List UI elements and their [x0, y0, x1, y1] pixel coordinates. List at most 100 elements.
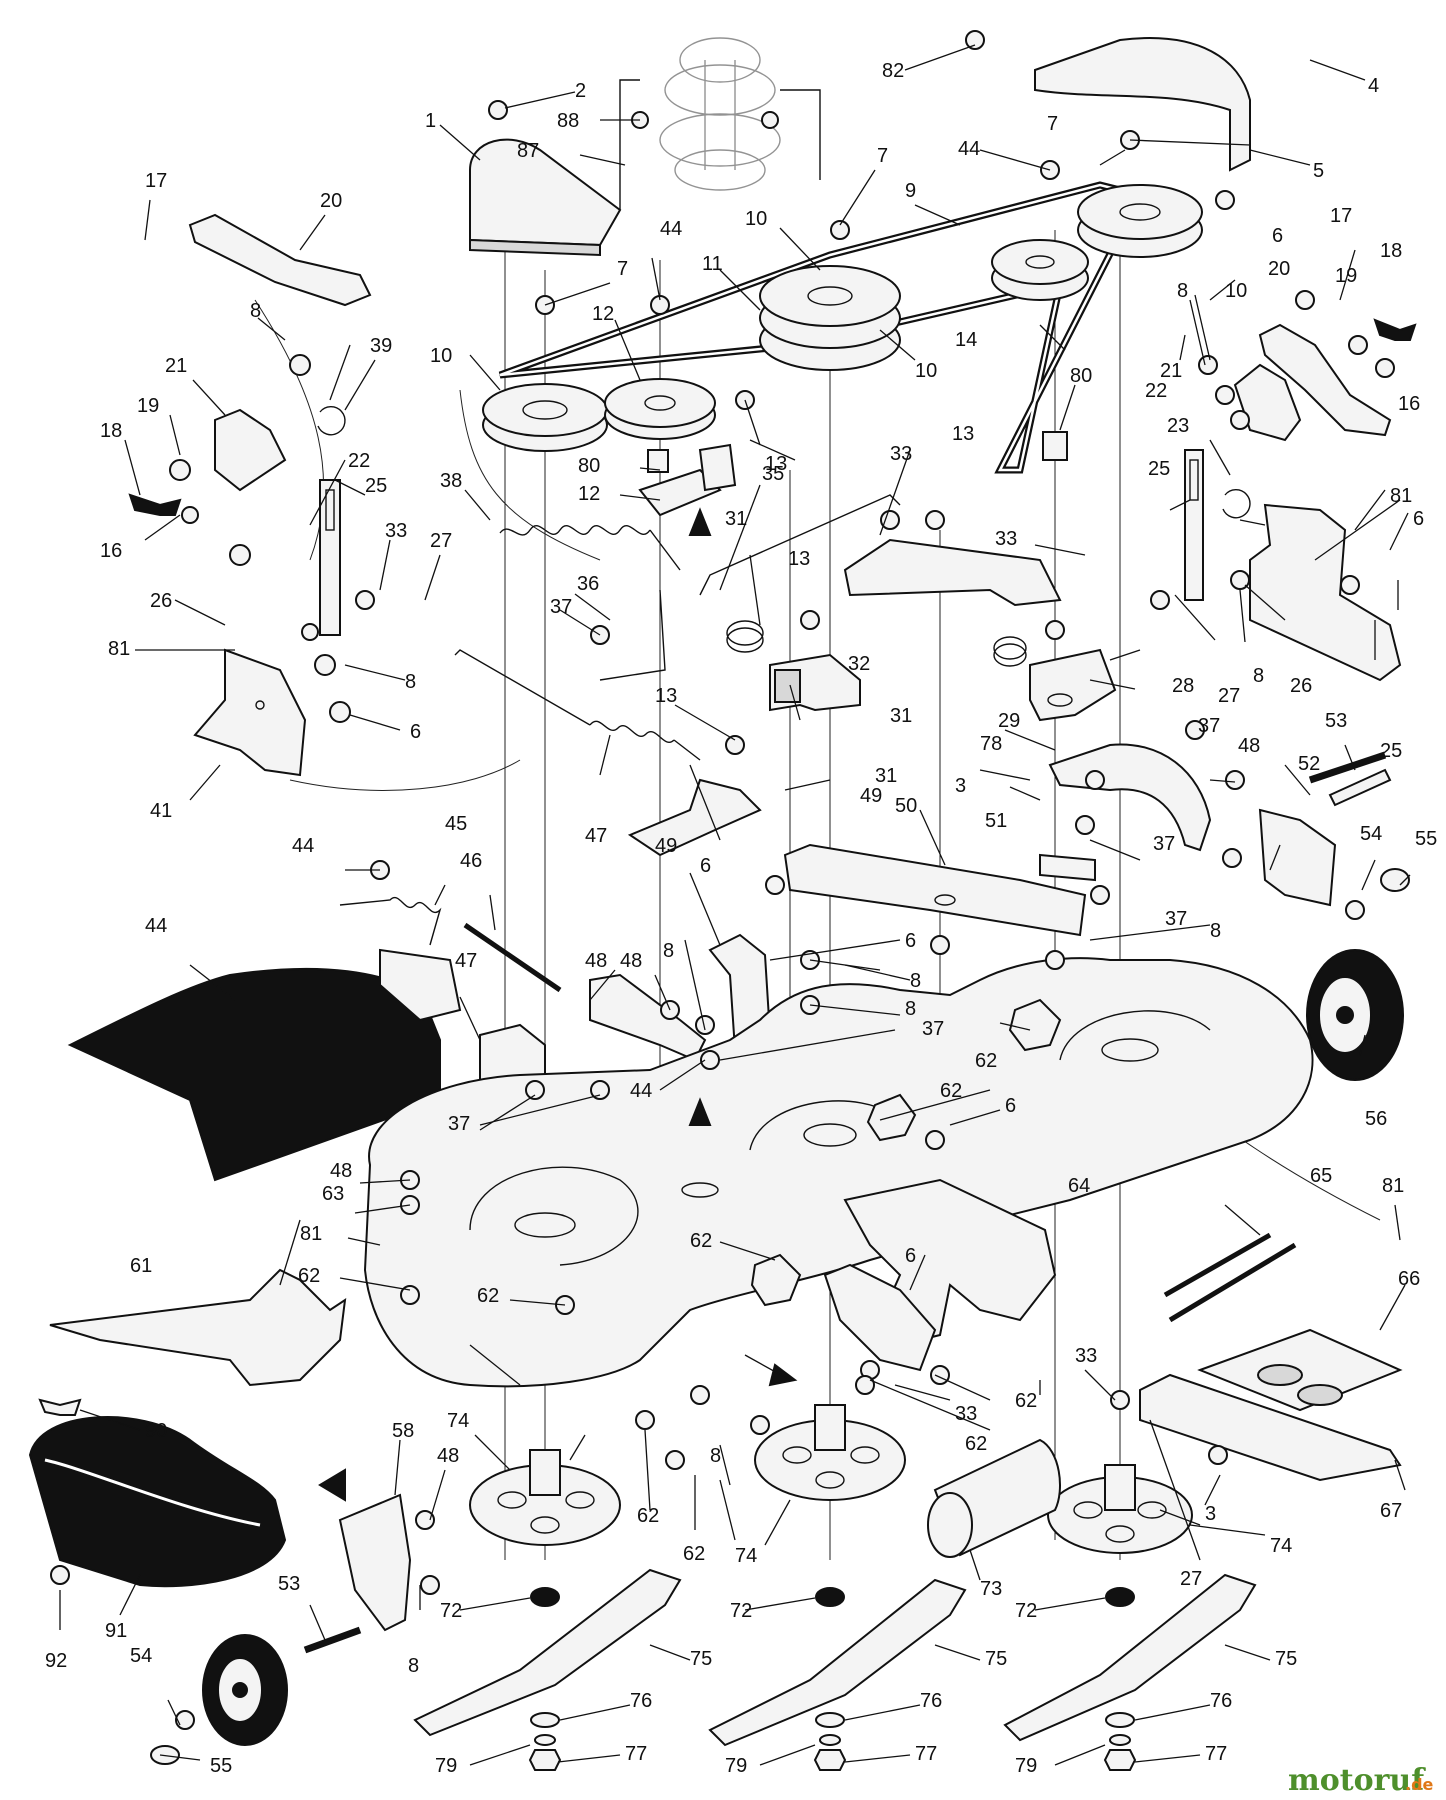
bearing-70-group — [530, 1587, 1135, 1607]
callout-10-center: 10 — [915, 360, 937, 382]
bracket-25-left — [319, 479, 341, 636]
callout-52: 49 — [655, 835, 677, 857]
small-hardware-right — [1150, 290, 1395, 920]
callout-20-right: 16 — [1398, 393, 1420, 415]
wheel-60-right — [1306, 949, 1404, 1081]
callout-labels: 2 1 88 87 82 4 5 7 44 7 9 6 10 44 11 7 1… — [45, 60, 1437, 1777]
callout-39-upper: 37 — [550, 596, 572, 618]
callout-45-upper: 44 — [292, 835, 314, 857]
belt-cover-1 — [469, 138, 622, 257]
callout-63-lower-right: 62 — [1015, 1390, 1037, 1412]
callout-62: 61 — [130, 1255, 152, 1277]
callout-72: 73 — [980, 1578, 1002, 1600]
idler-pulley-12 — [604, 378, 716, 440]
callout-75-right: 76 — [1210, 1690, 1232, 1712]
callout-82: 82 — [882, 60, 904, 82]
callout-47: 46 — [460, 850, 482, 872]
torsion-spring-31 — [726, 620, 1027, 667]
callout-50: 48 — [585, 950, 607, 972]
callout-4: 4 — [1368, 75, 1379, 97]
callout-77-right: 79 — [1015, 1755, 1037, 1777]
callout-73-center: 74 — [735, 1545, 757, 1567]
ghost-pulley-assembly — [659, 37, 781, 191]
callout-74-left: 75 — [690, 1648, 712, 1670]
bracket-22-left — [214, 408, 287, 492]
mower-deck-84 — [363, 957, 1314, 1388]
blade-hardware-group — [528, 1712, 1137, 1771]
callout-12: 12 — [592, 303, 614, 325]
callout-63-lower-b: 62 — [683, 1543, 705, 1565]
callout-33: 31 — [875, 765, 897, 787]
callout-2: 2 — [575, 80, 586, 102]
callout-92: 92 — [45, 1650, 67, 1672]
callout-21-left: 20 — [320, 190, 342, 212]
callout-14-mid: 13 — [655, 685, 677, 707]
baffle-78 — [1048, 743, 1212, 852]
callout-6-top-right: 6 — [1272, 225, 1283, 247]
bracket-13 — [638, 443, 737, 517]
callout-8-right-lower: 8 — [1210, 920, 1221, 942]
callout-10-right: 10 — [1225, 280, 1247, 302]
callout-80-left: 81 — [108, 638, 130, 660]
callout-36-left: 33 — [385, 520, 407, 542]
callout-26: 25 — [1380, 740, 1402, 762]
callout-57-left: 53 — [278, 1573, 300, 1595]
callout-7-left: 7 — [617, 258, 628, 280]
callout-20-left: 16 — [100, 540, 122, 562]
callout-63-center-left: 62 — [477, 1285, 499, 1307]
callout-63-center: 62 — [690, 1230, 712, 1252]
callout-91: 90 — [145, 1420, 167, 1442]
rod-81 — [1168, 1242, 1297, 1323]
callout-75-center: 76 — [920, 1690, 942, 1712]
small-hardware-left — [169, 354, 375, 723]
callout-40: 38 — [440, 470, 462, 492]
motoruf-watermark: motoruf .de — [1288, 1763, 1434, 1798]
callout-27-left: 26 — [150, 590, 172, 612]
roller-72 — [927, 1438, 1061, 1558]
callout-3-upper: 3 — [955, 775, 966, 797]
callout-51-left: 48 — [330, 1160, 352, 1182]
callout-8-left-lower: 8 — [405, 671, 416, 693]
callout-24: 23 — [1167, 415, 1189, 437]
rod-67 — [1163, 1232, 1272, 1298]
callout-32: 31 — [890, 705, 912, 727]
callout-75-left: 76 — [630, 1690, 652, 1712]
callout-81: 81 — [1382, 1175, 1404, 1197]
bracket-33 — [769, 653, 861, 712]
callout-8-left-upper: 8 — [250, 300, 261, 322]
callout-19-left: 19 — [137, 395, 159, 417]
callout-5: 5 — [1313, 160, 1324, 182]
discharge-chute-44 — [67, 948, 462, 1182]
axle-57 — [303, 751, 1387, 1654]
callout-44: 44 — [145, 915, 167, 937]
callout-76-center: 77 — [915, 1743, 937, 1765]
deflector-62 — [49, 1268, 347, 1387]
spindle-housing-right — [1047, 1464, 1193, 1554]
callout-7-top-right: 7 — [1047, 113, 1058, 135]
callout-8-right: 8 — [1177, 280, 1188, 302]
spindle-housing-center — [754, 1404, 906, 1501]
pulley-left — [482, 383, 608, 452]
blade-74-left — [413, 1568, 682, 1737]
callout-80-right: 81 — [1390, 485, 1412, 507]
callout-38: 36 — [577, 573, 599, 595]
callout-84: 81 — [300, 1223, 322, 1245]
callout-63-lower-a: 62 — [637, 1505, 659, 1527]
callout-9: 9 — [905, 180, 916, 202]
callout-28-lower: 27 — [1180, 1568, 1202, 1590]
bracket-56 — [1258, 808, 1337, 907]
callout-23-right: 22 — [1145, 380, 1167, 402]
frame-69 — [1139, 1373, 1402, 1482]
wheel-left — [202, 1634, 288, 1746]
callout-7-center: 7 — [877, 145, 888, 167]
callout-1: 1 — [425, 110, 436, 132]
wheel-cover-90 — [28, 1416, 287, 1588]
callout-55: 51 — [985, 810, 1007, 832]
callout-14-center: 13 — [788, 548, 810, 570]
callout-11: 11 — [702, 253, 723, 275]
callout-8-lower-left: 8 — [408, 1655, 419, 1677]
callout-18-left: 18 — [100, 420, 122, 442]
callout-39-right-mid: 37 — [1153, 833, 1175, 855]
stiffener-66 — [823, 1178, 1057, 1372]
